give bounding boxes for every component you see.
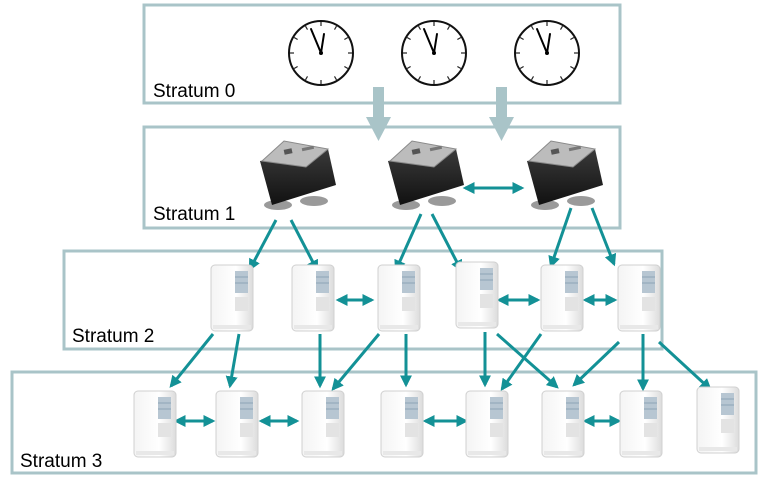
clock-icon <box>288 20 354 86</box>
server-icon <box>541 390 585 458</box>
server-icon <box>696 386 740 454</box>
sync-link <box>169 333 215 388</box>
stratum-2-label: Stratum 2 <box>72 326 154 347</box>
server-icon <box>540 264 584 332</box>
sync-link <box>430 213 463 273</box>
stratum-3-label: Stratum 3 <box>20 451 102 472</box>
sync-link <box>225 333 241 389</box>
gps-receiver-icon <box>260 140 336 210</box>
clock-icon <box>514 20 580 86</box>
gps-receiver-icon <box>388 140 464 210</box>
connection-links <box>169 182 712 427</box>
sync-link <box>248 219 278 272</box>
server-icon <box>377 264 421 332</box>
sync-link <box>496 332 559 389</box>
sync-link <box>289 219 319 273</box>
server-icon <box>380 390 424 458</box>
server-icon <box>619 390 663 458</box>
server-icon <box>617 264 661 332</box>
server-icon <box>133 390 177 458</box>
server-icon <box>455 261 499 329</box>
clock-icon <box>401 20 467 86</box>
gps-receiver-icon <box>527 140 603 210</box>
stratum-1-label: Stratum 1 <box>153 204 235 225</box>
sync-link <box>590 207 617 267</box>
server-icon <box>465 390 509 458</box>
server-icon <box>210 264 254 332</box>
stratum-0-label: Stratum 0 <box>153 81 235 102</box>
server-icon <box>301 390 345 458</box>
down-arrow <box>489 87 514 141</box>
server-icon <box>291 264 335 332</box>
sync-link <box>394 213 423 273</box>
server-icon <box>215 390 259 458</box>
sync-link <box>548 207 573 269</box>
sync-link <box>500 333 543 391</box>
sync-link <box>657 340 712 391</box>
sync-link <box>331 333 381 391</box>
sync-link <box>572 340 621 387</box>
down-arrow <box>366 87 391 141</box>
